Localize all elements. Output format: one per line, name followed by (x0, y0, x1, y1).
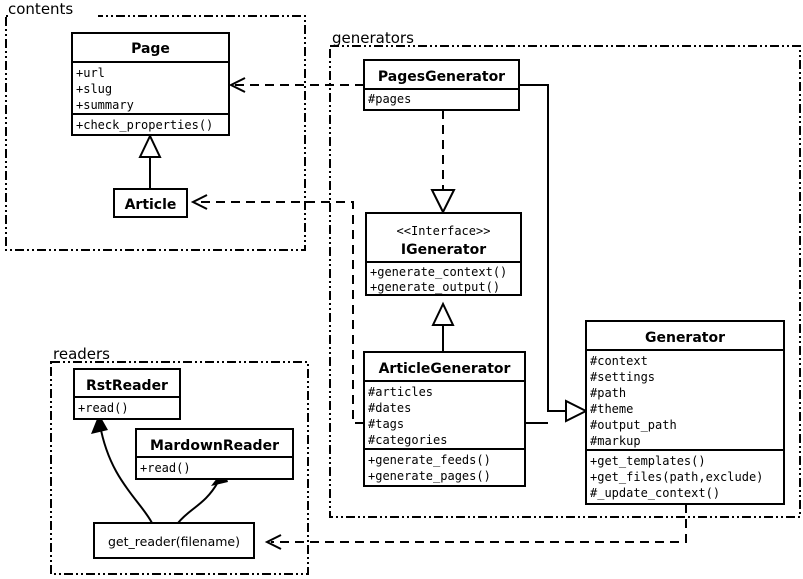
function-get-reader[interactable]: get_reader(filename) (93, 522, 255, 559)
class-generator-attr-0: #context (590, 354, 648, 368)
class-page-box (71, 32, 230, 136)
class-article-box (113, 188, 188, 218)
class-igenerator-box (365, 212, 522, 296)
class-pagesgenerator-title: PagesGenerator (378, 69, 505, 85)
package-contents-label: contents (8, 0, 73, 18)
relation-generators-to-generator (519, 84, 589, 424)
class-articlegenerator-box (363, 351, 526, 487)
package-generators: generators (329, 29, 801, 518)
relation-generator-getreader-line (271, 504, 687, 543)
class-articlegenerator[interactable]: ArticleGenerator #articles #dates #tags … (363, 351, 526, 487)
class-mardownreader-box (135, 428, 294, 480)
class-pagesgenerator[interactable]: PagesGenerator #pages (363, 59, 520, 111)
package-generators-border (329, 45, 801, 518)
class-mardownreader-title: MardownReader (150, 438, 279, 454)
relation-article-page-arrowhead (138, 133, 162, 158)
relation-pagesgenerator-igenerator (430, 110, 456, 215)
class-rstreader-title: RstReader (86, 378, 168, 394)
class-igenerator-method-1: +generate_output() (370, 280, 500, 294)
class-generator-attr-1: #settings (590, 370, 655, 384)
package-readers: readers (50, 345, 309, 575)
function-get-reader-label: get_reader(filename) (108, 534, 240, 549)
package-contents-border (5, 15, 306, 251)
package-contents: contents (5, 0, 306, 251)
class-page[interactable]: Page +url +slug +summary +check_properti… (71, 32, 230, 136)
relation-pagesgenerator-page-arrowhead (228, 77, 246, 93)
class-article-title: Article (125, 197, 177, 213)
class-articlegenerator-method-1: +generate_pages() (368, 469, 491, 483)
class-rstreader-method-0: +read() (78, 401, 129, 415)
class-generator-attr-5: #markup (590, 434, 641, 448)
package-readers-label-bg (53, 345, 131, 361)
class-article[interactable]: Article (113, 188, 188, 218)
class-generator-attr-3: #theme (590, 402, 633, 416)
class-generator-box (585, 320, 785, 505)
class-igenerator[interactable]: <<Interface>> IGenerator +generate_conte… (365, 212, 522, 296)
class-articlegenerator-attr-3: #categories (368, 433, 447, 447)
package-contents-label-bg (8, 6, 98, 22)
relation-pagesgenerator-page (228, 77, 364, 93)
class-pagesgenerator-attr-0: #pages (368, 92, 411, 106)
class-generator-title: Generator (645, 330, 725, 346)
relation-getreader-rstreader-arrowhead (91, 414, 108, 434)
relation-article-page (138, 133, 162, 189)
relation-articlegenerator-article (190, 194, 364, 424)
class-generator-method-1: +get_files(path,exclude) (590, 470, 763, 484)
class-articlegenerator-attr-0: #articles (368, 385, 433, 399)
relation-articlegenerator-igenerator-arrowhead (431, 301, 455, 326)
package-generators-label: generators (332, 29, 414, 47)
class-mardownreader[interactable]: MardownReader +read() (135, 428, 294, 480)
relation-articlegenerator-article-line (197, 201, 364, 424)
class-articlegenerator-method-0: +generate_feeds() (368, 453, 491, 467)
class-page-method-0: +check_properties() (76, 118, 213, 132)
relation-generator-getreader (264, 504, 687, 550)
relation-getreader-mardownreader-line (177, 481, 219, 524)
class-generator-method-2: #_update_context() (590, 486, 720, 500)
class-mardownreader-method-0: +read() (140, 461, 191, 475)
class-igenerator-method-0: +generate_context() (370, 265, 507, 279)
class-rstreader[interactable]: RstReader +read() (73, 368, 181, 420)
relation-generator-getreader-arrowhead (264, 534, 282, 550)
relation-pagesgenerator-igenerator-arrowhead (430, 189, 456, 215)
class-articlegenerator-attr-1: #dates (368, 401, 411, 415)
class-generator-attr-2: #path (590, 386, 626, 400)
class-igenerator-stereotype: <<Interface>> (397, 224, 491, 238)
class-page-attr-1: +slug (76, 82, 112, 96)
class-page-attr-0: +url (76, 66, 105, 80)
relation-pagesgenerator-generator-line (519, 84, 567, 412)
class-generator-attr-4: #output_path (590, 418, 677, 432)
class-generator[interactable]: Generator #context #settings #path #them… (585, 320, 785, 505)
class-rstreader-box (73, 368, 181, 420)
package-readers-border (50, 361, 309, 575)
class-articlegenerator-title: ArticleGenerator (379, 361, 511, 377)
class-articlegenerator-attr-2: #tags (368, 417, 404, 431)
class-pagesgenerator-box (363, 59, 520, 111)
package-readers-label: readers (53, 345, 110, 363)
class-page-title: Page (131, 41, 170, 57)
class-igenerator-title: IGenerator (401, 242, 486, 258)
function-get-reader-box (93, 522, 255, 559)
relation-getreader-rstreader-line (99, 424, 153, 524)
relation-articlegenerator-article-arrowhead (190, 194, 208, 210)
relation-getreader-rstreader (91, 414, 153, 524)
relation-generators-generator-arrowhead (565, 399, 589, 423)
relation-articlegenerator-igenerator (431, 301, 455, 352)
class-page-attr-2: +summary (76, 98, 134, 112)
class-generator-method-0: +get_templates() (590, 454, 706, 468)
package-generators-label-bg (332, 29, 432, 45)
